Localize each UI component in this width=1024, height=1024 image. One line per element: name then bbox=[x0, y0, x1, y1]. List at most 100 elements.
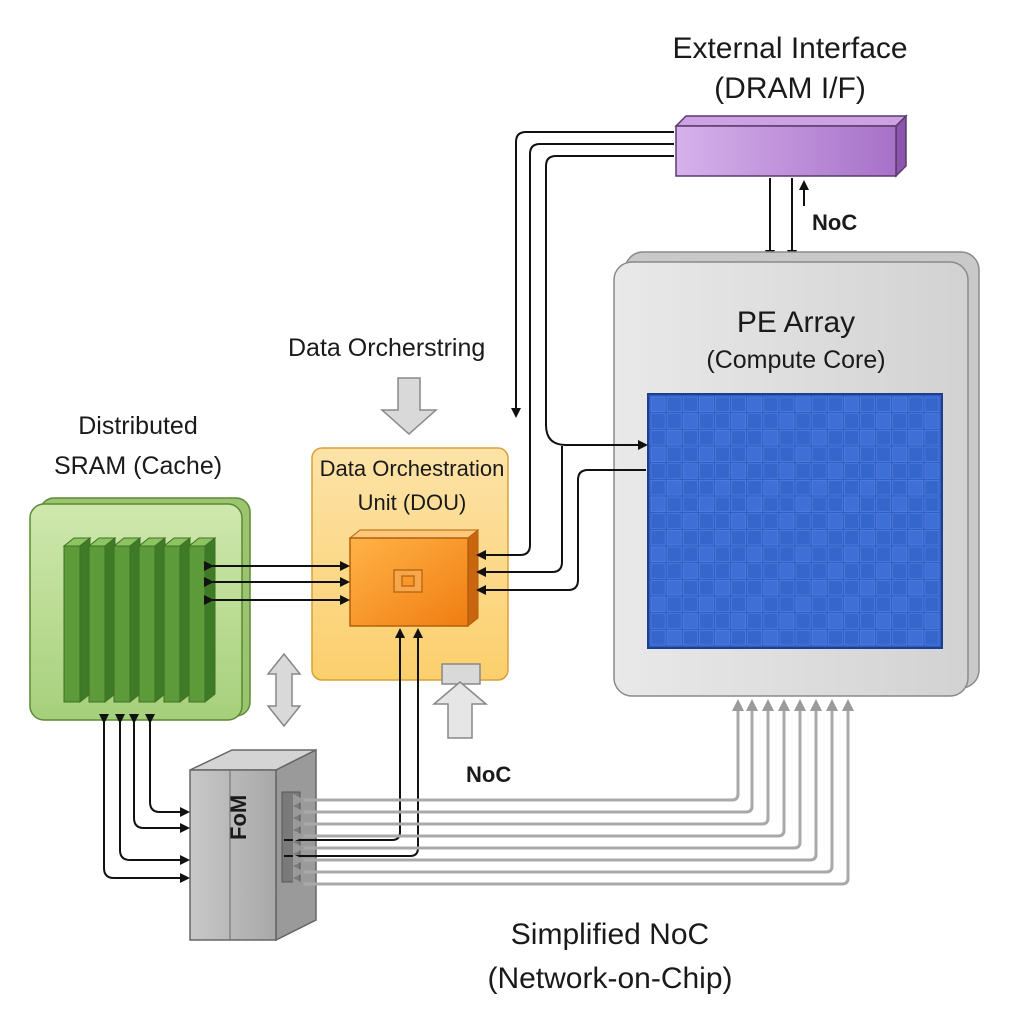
pe-cell bbox=[715, 546, 730, 562]
pe-cell bbox=[876, 463, 891, 479]
pe-cell bbox=[763, 496, 779, 512]
pe-cell bbox=[731, 396, 746, 412]
pe-cell bbox=[795, 563, 811, 579]
pe-cell bbox=[876, 496, 891, 512]
pe-cell bbox=[763, 429, 779, 446]
pe-cell bbox=[650, 513, 666, 529]
pe-cell bbox=[827, 579, 843, 596]
pe-cell bbox=[698, 546, 714, 562]
pe-cell bbox=[779, 629, 795, 646]
pe-cell bbox=[698, 479, 714, 496]
pe-cell bbox=[650, 496, 666, 512]
pe-cell bbox=[924, 396, 940, 412]
pe-cell bbox=[827, 413, 843, 429]
noc-top-label: NoC bbox=[812, 210, 858, 235]
pe-cell bbox=[779, 613, 795, 629]
pe-cell bbox=[698, 579, 714, 596]
sram-fom-links bbox=[99, 714, 190, 883]
pe-cell bbox=[908, 563, 924, 579]
noc-middle-label: NoC bbox=[466, 762, 512, 787]
pe-cell bbox=[666, 579, 682, 596]
pe-cell bbox=[876, 629, 891, 646]
pe-cell bbox=[715, 496, 730, 512]
pe-cell bbox=[924, 629, 940, 646]
pe-cell bbox=[698, 613, 714, 629]
pe-cell bbox=[827, 546, 843, 562]
pe-cell bbox=[666, 529, 682, 546]
pe-cell bbox=[731, 513, 746, 529]
pe-cell bbox=[747, 613, 763, 629]
pe-cell bbox=[779, 546, 795, 562]
pe-cell bbox=[650, 613, 666, 629]
pe-cell bbox=[876, 513, 891, 529]
pe-cell bbox=[666, 463, 682, 479]
sram-cache-label: SRAM (Cache) bbox=[53, 452, 223, 480]
pe-cell bbox=[682, 529, 698, 546]
pe-cell bbox=[908, 463, 924, 479]
pe-cell bbox=[731, 579, 746, 596]
pe-cell bbox=[698, 563, 714, 579]
pe-cell bbox=[698, 413, 714, 429]
pe-cell bbox=[682, 513, 698, 529]
pe-cell bbox=[876, 529, 891, 546]
pe-cell bbox=[731, 529, 746, 546]
pe-cell bbox=[843, 613, 859, 629]
pe-cell bbox=[811, 446, 827, 462]
distributed-label: Distributed bbox=[78, 412, 198, 440]
pe-cell bbox=[811, 396, 827, 412]
sram-bank bbox=[187, 536, 217, 704]
pe-cell bbox=[811, 429, 827, 446]
pe-cell bbox=[860, 513, 875, 529]
pe-cell bbox=[811, 613, 827, 629]
pe-cell bbox=[795, 396, 811, 412]
pe-cell bbox=[795, 546, 811, 562]
pe-cell bbox=[908, 579, 924, 596]
pe-cell bbox=[650, 529, 666, 546]
sram-banks bbox=[62, 536, 217, 704]
pe-cell bbox=[731, 496, 746, 512]
simplified-noc-label: Simplified NoC bbox=[510, 918, 710, 951]
pe-cell bbox=[924, 413, 940, 429]
pe-cell bbox=[908, 446, 924, 462]
pe-cell bbox=[908, 496, 924, 512]
pe-cell bbox=[666, 396, 682, 412]
pe-cell bbox=[682, 629, 698, 646]
pe-cell bbox=[763, 479, 779, 496]
pe-cell bbox=[666, 546, 682, 562]
pe-cell bbox=[650, 429, 666, 446]
pe-cell bbox=[747, 396, 763, 412]
pe-cell bbox=[698, 446, 714, 462]
dram-pe-links bbox=[765, 178, 809, 260]
pe-cell bbox=[843, 529, 859, 546]
pe-cell bbox=[811, 463, 827, 479]
pe-cell bbox=[892, 613, 908, 629]
pe-cell bbox=[908, 513, 924, 529]
pe-cell bbox=[682, 446, 698, 462]
sram-bank bbox=[162, 536, 192, 704]
pe-cell bbox=[843, 446, 859, 462]
pe-cell bbox=[860, 429, 875, 446]
pe-cell bbox=[731, 479, 746, 496]
pe-array-block bbox=[613, 251, 980, 697]
pe-cell bbox=[924, 496, 940, 512]
pe-cell bbox=[860, 579, 875, 596]
pe-cell bbox=[666, 629, 682, 646]
dram-if-label: (DRAM I/F) bbox=[714, 72, 866, 105]
pe-cell bbox=[860, 613, 875, 629]
pe-cell bbox=[666, 563, 682, 579]
pe-cell bbox=[811, 529, 827, 546]
pe-cell bbox=[827, 529, 843, 546]
pe-cell bbox=[811, 563, 827, 579]
pe-array-label: PE Array bbox=[736, 306, 856, 339]
pe-cell bbox=[698, 513, 714, 529]
pe-cell bbox=[892, 579, 908, 596]
pe-cell bbox=[908, 613, 924, 629]
pe-cell bbox=[876, 563, 891, 579]
pe-cell bbox=[682, 496, 698, 512]
pe-cell bbox=[860, 496, 875, 512]
pe-cell bbox=[892, 546, 908, 562]
pe-cell bbox=[715, 513, 730, 529]
external-interface-label: External Interface bbox=[672, 32, 908, 65]
pe-cell bbox=[843, 629, 859, 646]
